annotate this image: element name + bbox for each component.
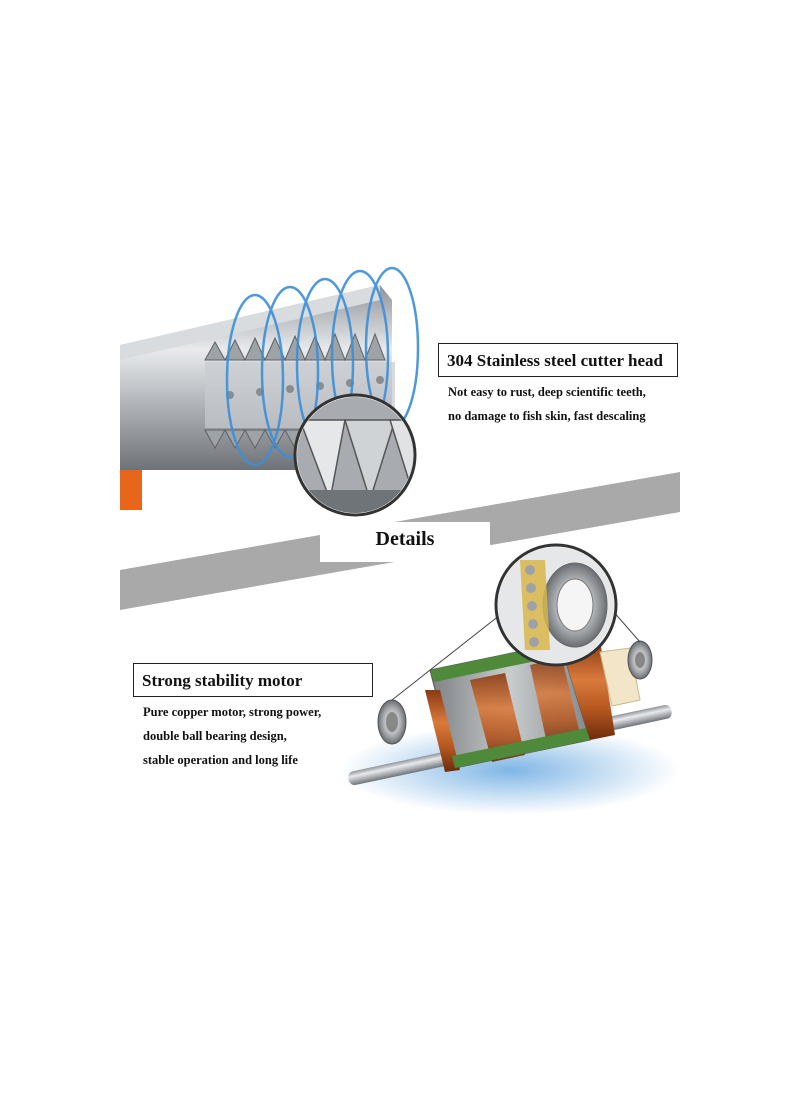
cutter-head-illustration	[120, 266, 420, 517]
motor-title: Strong stability motor	[142, 670, 303, 690]
motor-description: Pure copper motor, strong power, double …	[143, 700, 321, 772]
cutter-line-1: Not easy to rust, deep scientific teeth,	[448, 385, 646, 399]
motor-title-box: Strong stability motor	[133, 663, 373, 697]
cutter-head-title-box: 304 Stainless steel cutter head	[438, 343, 678, 377]
motor-line-3: stable operation and long life	[143, 753, 298, 767]
cutter-head-description: Not easy to rust, deep scientific teeth,…	[448, 380, 646, 428]
cutter-head-title: 304 Stainless steel cutter head	[447, 350, 663, 370]
details-heading: Details	[375, 528, 435, 550]
motor-line-2: double ball bearing design,	[143, 729, 287, 743]
motor-line-1: Pure copper motor, strong power,	[143, 705, 322, 719]
motor-illustration	[340, 543, 680, 815]
cutter-line-2: no damage to fish skin, fast descaling	[448, 409, 646, 423]
